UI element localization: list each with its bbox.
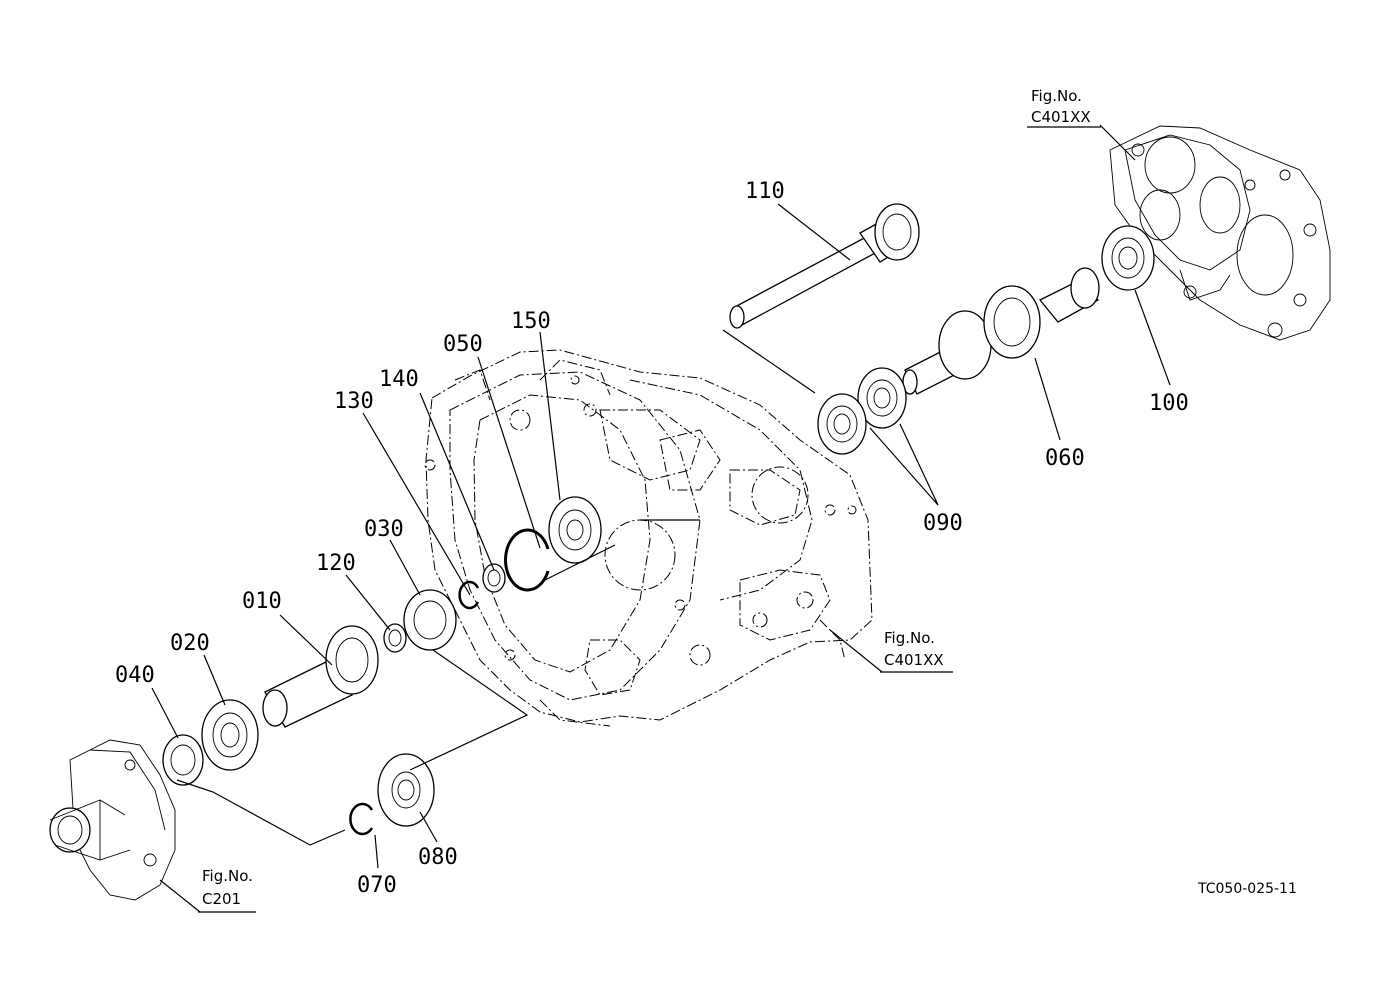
part-020-bearing [201, 699, 259, 771]
figure-ref-bottom-left[interactable]: Fig.No. C201 [198, 867, 256, 913]
part-040-seal [162, 734, 204, 786]
figure-ref-number: C201 [202, 890, 241, 908]
part-090-bearing-b [817, 393, 867, 455]
figure-ref-title: Fig.No. [1031, 87, 1082, 105]
callout-labels: 110 150 050 140 130 030 120 010 020 040 … [115, 179, 1189, 898]
callout-020[interactable]: 020 [170, 631, 210, 656]
leader-lines [151, 124, 1171, 913]
part-080-gear [377, 753, 435, 827]
part-090-bearing-a [857, 367, 907, 429]
figure-ref-title: Fig.No. [884, 629, 935, 647]
part-010-input-shaft [262, 625, 379, 728]
callout-060[interactable]: 060 [1045, 446, 1085, 471]
part-150-bearing [548, 496, 602, 564]
callout-070[interactable]: 070 [357, 873, 397, 898]
drawing-code: TC050-025-11 [1197, 881, 1297, 897]
gear-case-cover [1109, 125, 1331, 341]
figure-ref-number: C401XX [1031, 108, 1091, 126]
part-130-circlip [458, 580, 480, 610]
part-060-gear-shaft [902, 267, 1100, 395]
callout-040[interactable]: 040 [115, 663, 155, 688]
callout-010[interactable]: 010 [242, 589, 282, 614]
callout-090[interactable]: 090 [923, 511, 963, 536]
part-050-snap-ring [504, 528, 550, 592]
callout-050[interactable]: 050 [443, 332, 483, 357]
callout-100[interactable]: 100 [1149, 391, 1189, 416]
figure-ref-title: Fig.No. [202, 867, 253, 885]
part-100-bearing [1101, 225, 1155, 291]
callout-150[interactable]: 150 [511, 309, 551, 334]
assembly-lines [176, 329, 816, 846]
part-140-ring [482, 563, 506, 593]
callout-130[interactable]: 130 [334, 389, 374, 414]
callout-120[interactable]: 120 [316, 551, 356, 576]
transmission-case [424, 349, 873, 727]
part-110-shaft [729, 203, 920, 329]
part-030-oil-seal [403, 589, 457, 651]
callout-080[interactable]: 080 [418, 845, 458, 870]
figure-ref-top-right[interactable]: Fig.No. C401XX [1027, 87, 1101, 128]
figure-ref-number: C401XX [884, 651, 944, 669]
callout-110[interactable]: 110 [745, 179, 785, 204]
callout-140[interactable]: 140 [379, 367, 419, 392]
callout-030[interactable]: 030 [364, 517, 404, 542]
part-070-circlip [349, 802, 374, 836]
part-120-collar [383, 623, 407, 653]
front-housing [49, 739, 176, 901]
figure-ref-mid-right[interactable]: Fig.No. C401XX [880, 629, 953, 673]
